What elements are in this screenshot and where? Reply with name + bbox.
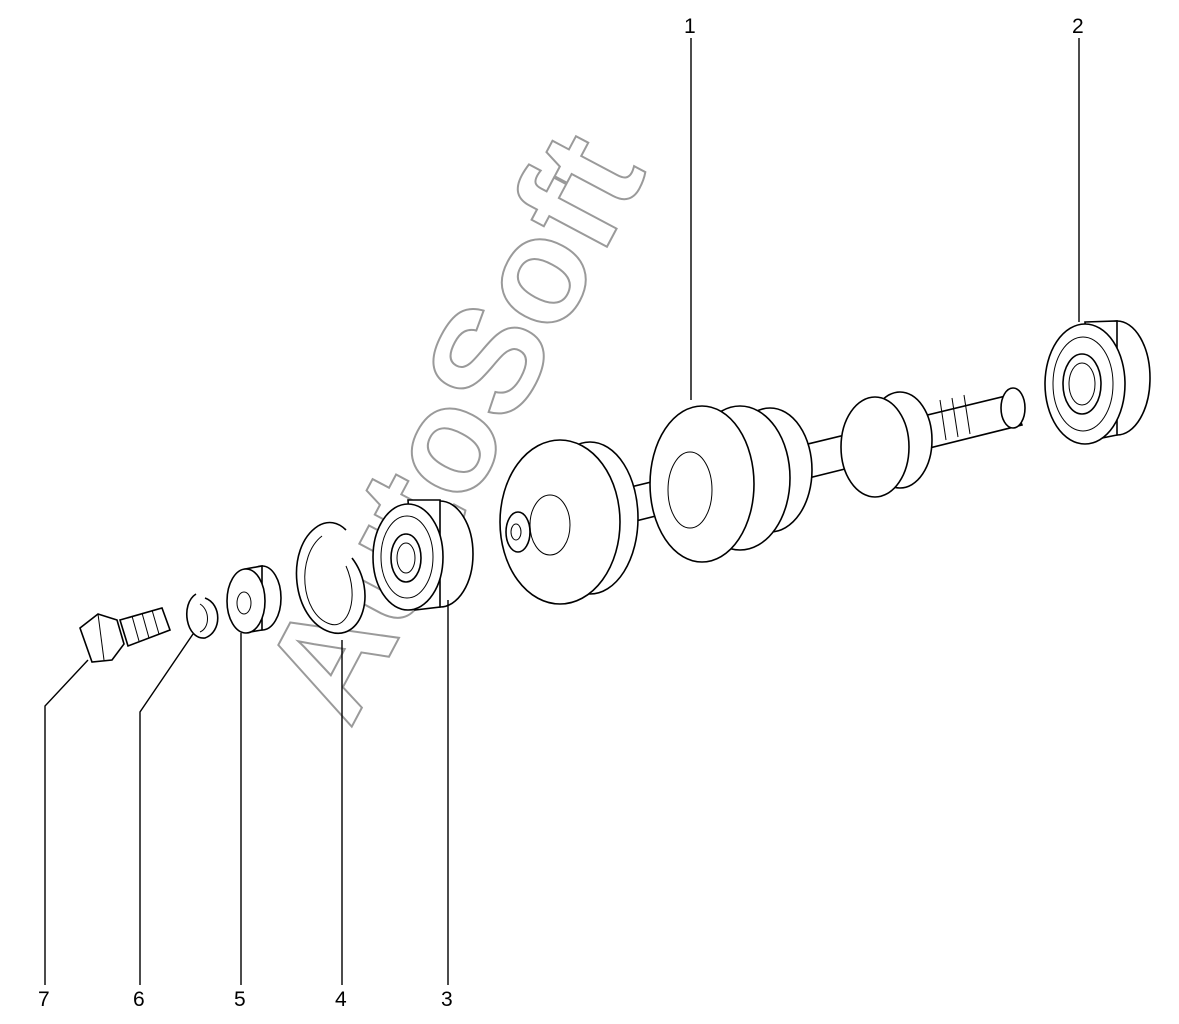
- callout-6: 6: [133, 988, 145, 1011]
- callout-1: 1: [684, 15, 696, 38]
- watermark: AutoSoft: [230, 107, 676, 745]
- hex-bolt-part: [79, 607, 172, 663]
- left-bearing-part: [372, 499, 474, 611]
- callout-5: 5: [234, 988, 246, 1011]
- right-bearing-part: [1044, 320, 1151, 445]
- gear-shaft-part: [499, 387, 1026, 605]
- leader-lines: [44, 38, 1080, 985]
- washer-part: [226, 565, 282, 634]
- spring-washer-part: [186, 593, 219, 639]
- callout-7: 7: [38, 988, 50, 1011]
- snap-ring-part: [295, 521, 366, 635]
- callout-2: 2: [1072, 15, 1084, 38]
- callout-3: 3: [441, 988, 453, 1011]
- callout-4: 4: [335, 988, 347, 1011]
